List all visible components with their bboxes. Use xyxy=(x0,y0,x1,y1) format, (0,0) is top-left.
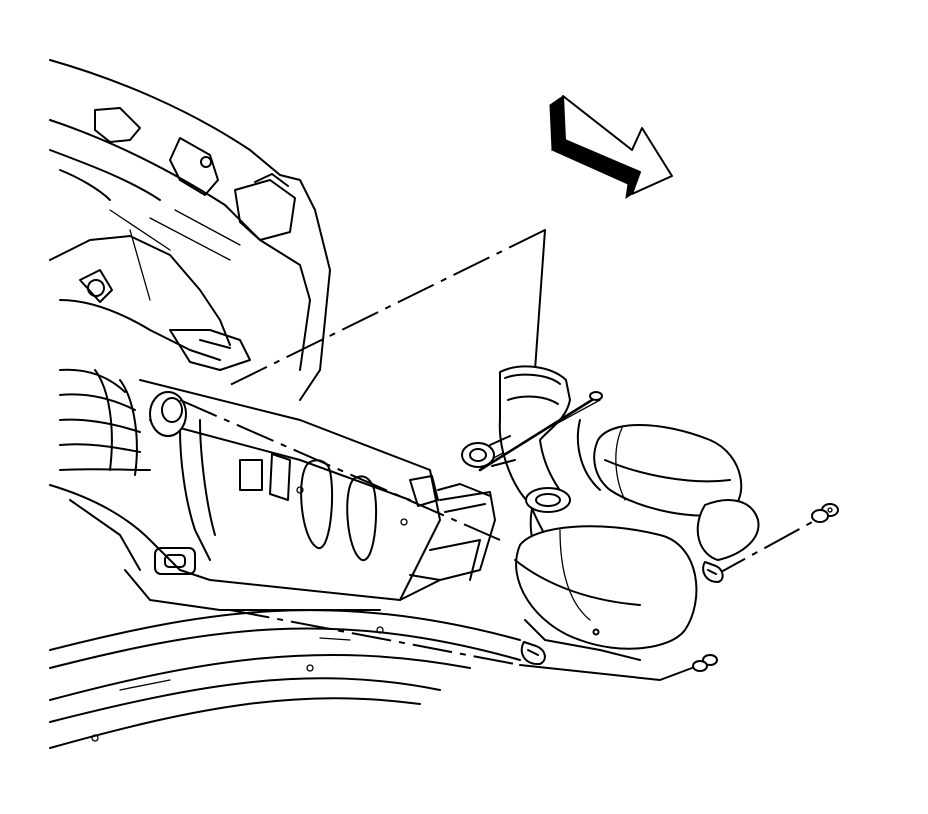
front-bumper-beam xyxy=(49,609,521,749)
leader-lines xyxy=(179,229,826,681)
mounting-bolt xyxy=(478,391,603,472)
clip-bottom xyxy=(520,641,546,666)
resonator-front xyxy=(514,525,698,661)
nut-right xyxy=(811,503,839,523)
nut-bottom xyxy=(692,654,718,672)
mounting-nut xyxy=(520,503,839,672)
air-intake-duct xyxy=(461,365,571,551)
direction-arrow xyxy=(549,95,673,200)
vehicle-frame xyxy=(49,59,496,611)
resonator-box xyxy=(576,419,760,561)
clip-right xyxy=(702,561,724,583)
